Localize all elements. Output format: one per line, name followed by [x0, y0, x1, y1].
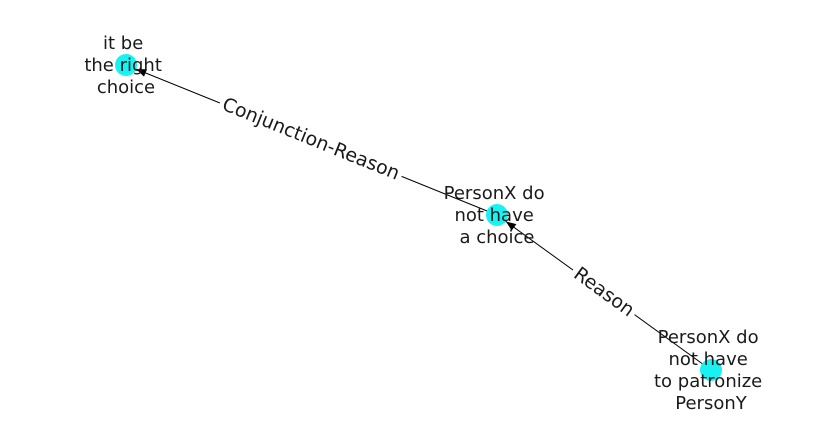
- node-label-line: not have: [454, 205, 533, 226]
- node-label-it-be-the-right-choice: it be the right choice: [84, 33, 167, 98]
- node-label-line: a choice: [459, 227, 534, 248]
- edge-label-background: [565, 259, 643, 325]
- edge-label-background: [215, 90, 407, 188]
- node-label-line: PersonY: [675, 393, 747, 414]
- node-circle-it-be-the-right-choice: [115, 54, 137, 76]
- node-circle-personx-not-patronize: [700, 359, 722, 381]
- node-circle-personx-not-have-choice: [486, 204, 508, 226]
- node-label-personx-not-have-choice: PersonX do not have a choice: [444, 183, 551, 248]
- arrowhead-icon: [505, 221, 517, 231]
- node-label-personx-not-patronize: PersonX do not have to patronize PersonY: [654, 327, 768, 414]
- node-label-line: choice: [97, 77, 155, 98]
- node-label-line: PersonX do: [444, 183, 545, 204]
- node-label-line: the right: [84, 55, 162, 76]
- node-label-line: PersonX do: [658, 327, 759, 348]
- arrowhead-icon: [136, 69, 147, 77]
- node-label-line: to patronize: [654, 371, 762, 392]
- node-label-line: not have: [668, 349, 747, 370]
- node-label-line: it be: [103, 33, 143, 54]
